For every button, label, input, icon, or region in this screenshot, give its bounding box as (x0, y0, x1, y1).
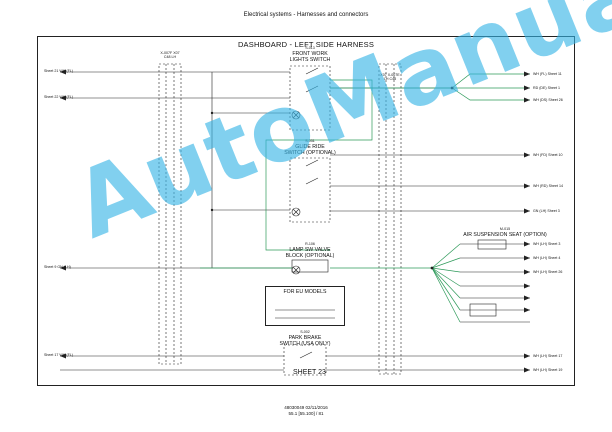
eu-models-title: FOR EU MODELS (283, 289, 327, 295)
left-sheet-ref: Sheet 9 GN (LH) (44, 265, 71, 269)
footer-page-ref: 55.1 [55.100] / 81 (288, 410, 324, 416)
right-sheet-ref: WH (LH) Sheet 4 (533, 256, 561, 260)
right-sheet-ref: WH (FL) Sheet 11 (533, 72, 562, 76)
right-connector-block (378, 63, 402, 375)
left-connector-block (158, 63, 182, 365)
diagram-frame (37, 36, 575, 386)
right-sheet-ref: WH (DS) Sheet 26 (533, 98, 563, 102)
right-sheet-ref: GN (LH) Sheet 3 (533, 209, 560, 213)
right-sheet-ref: WH (LH) Sheet 3 (533, 242, 561, 246)
lamp-symbol-valve (291, 265, 301, 275)
sheet-label: SHEET 23 (293, 369, 326, 376)
left-sheet-ref: Sheet 21 WH (FL) (44, 69, 73, 73)
diagram-title: DASHBOARD - LEFT SIDE HARNESS (237, 40, 375, 49)
eu-models-box: FOR EU MODELS (265, 286, 345, 326)
left-sheet-ref: Sheet 22 WH (FL) (44, 95, 73, 99)
footer-doc-id: 48030049 02/11/2016 (284, 405, 328, 410)
right-sheet-ref: RD (DE) Sheet 1 (533, 86, 560, 90)
lamp-symbol-glide (291, 207, 301, 217)
right-sheet-ref: WH (LH) Sheet 19 (533, 368, 563, 372)
lamp-symbol-front (291, 110, 301, 120)
right-sheet-ref: WH (LH) Sheet 17 (533, 354, 563, 358)
right-sheet-ref: WH (RD) Sheet 14 (533, 184, 563, 188)
left-sheet-ref: Sheet 17 WH (FL) (44, 353, 73, 357)
glide-ride-switch-box (289, 157, 331, 223)
air-seat-label: M-015 AIR SUSPENSION SEAT (OPTION) (463, 227, 547, 238)
right-sheet-ref: WH (FD) Sheet 10 (533, 153, 563, 157)
page-footer: 48030049 02/11/2016 55.1 [55.100] / 81 (0, 405, 612, 416)
lamp-valve-box (291, 259, 329, 273)
right-sheet-ref: WH (LH) Sheet 26 (533, 270, 563, 274)
page-header: Electrical systems - Harnesses and conne… (243, 12, 369, 18)
park-brake-switch-box (283, 344, 327, 376)
